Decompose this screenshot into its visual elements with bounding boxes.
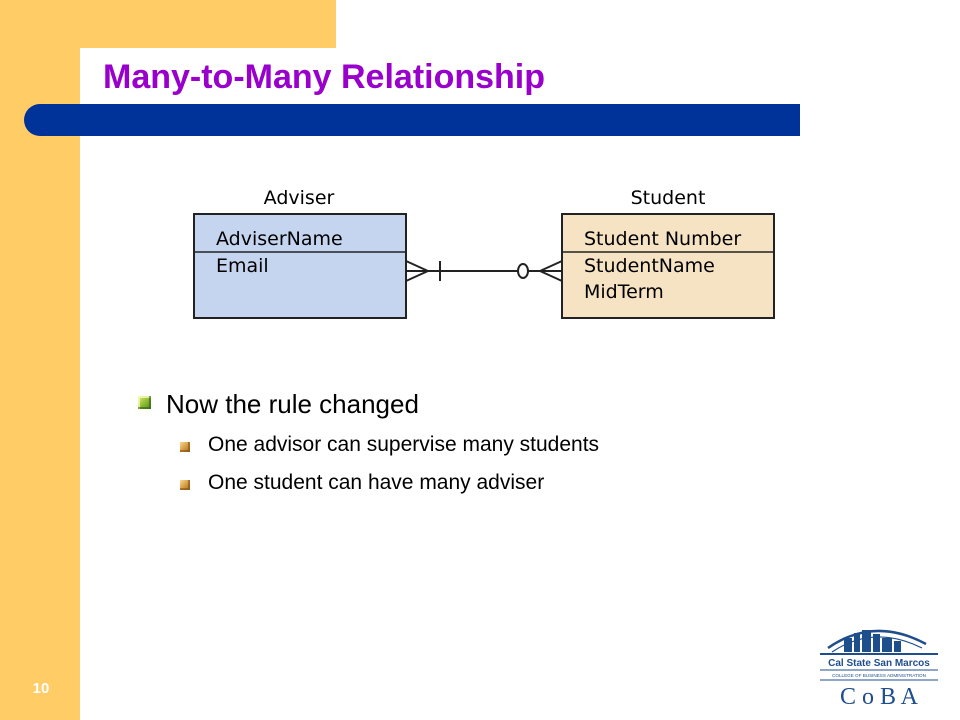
top-decor-band [80,0,336,48]
sub-bullet-item: One advisor can supervise many students [134,430,599,460]
adviser-entity-name: Adviser [264,187,335,209]
sub-bullet-item: One student can have many adviser [134,468,599,498]
adviser-attribute: AdviserName [216,228,343,250]
adviser-attribute: Email [216,255,269,277]
optional-circle-icon [517,263,529,279]
student-attribute: Student Number [584,228,741,250]
crows-foot-adviser-icon [405,260,429,282]
title-area-corner [80,48,336,88]
student-attribute: MidTerm [584,281,664,303]
slide-title: Many-to-Many Relationship [103,58,546,96]
bullet-text: Now the rule changed [166,389,419,419]
title-underline-bar [24,104,800,136]
sub-bullet-text: One student can have many adviser [208,471,545,494]
logo-university-name: Cal State San Marcos [828,658,930,669]
green-square-bullet-icon [138,396,151,409]
coba-logo: Cal State San Marcos COLLEGE OF BUSINESS… [820,629,938,710]
orange-square-bullet-icon [180,442,190,452]
logo-college-name: COLLEGE OF BUSINESS ADMINISTRATION [832,673,926,678]
crows-foot-student-icon [539,260,563,282]
slide-number: 10 [32,680,50,697]
orange-square-bullet-icon [180,480,190,490]
sub-bullet-text: One advisor can supervise many students [208,433,600,456]
adviser-entity-box [193,213,407,319]
logo-coba-text: C o B A [840,684,919,710]
student-entity-box [561,213,775,319]
student-entity-name: Student [631,187,706,209]
bullet-item: Now the rule changed [134,386,599,422]
bullet-list: Now the rule changed One advisor can sup… [134,386,599,498]
student-attribute: StudentName [584,255,715,277]
er-diagram: Adviser AdviserName Email Student Studen… [193,187,775,319]
campus-skyline-icon [820,629,938,655]
